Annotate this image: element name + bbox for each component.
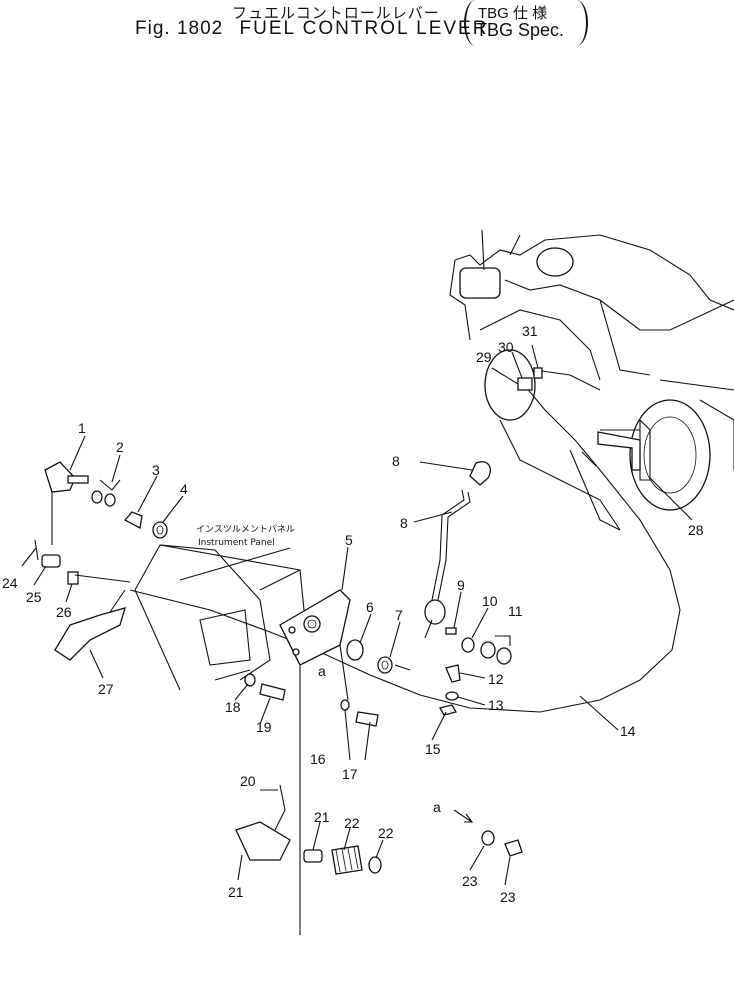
control-cable xyxy=(129,379,681,713)
label-10: 8 xyxy=(392,453,400,469)
part-12a-nut xyxy=(480,641,496,659)
part-5-lever xyxy=(44,461,89,493)
title-japanese: フュエルコントロールレバー xyxy=(232,4,440,22)
panel-label-english: Instrument Panel xyxy=(198,538,275,548)
label-22-upper: 31 xyxy=(522,323,538,339)
panel-label-japanese: インスツルメントパネル xyxy=(196,524,295,535)
figure-number: Fig. 1802 xyxy=(135,18,224,39)
label-1: 5 xyxy=(345,532,353,548)
page-title: Fig. 1802 FUEL CONTROL LEVER xyxy=(135,18,488,40)
part-29-washer xyxy=(445,691,459,701)
label-23-upper: 29 xyxy=(476,349,492,365)
label-21-upper: 30 xyxy=(498,339,514,355)
part-30-bolt xyxy=(504,839,523,857)
label-2: 6 xyxy=(366,599,374,615)
part-21-joint-upper xyxy=(517,377,533,391)
figure-name: FUEL CONTROL LEVER xyxy=(239,18,489,39)
label-15: 21 xyxy=(314,809,330,825)
part-20-washer xyxy=(340,699,350,711)
view-marker-a: a xyxy=(318,663,326,679)
view-marker-a-lower: a xyxy=(433,799,441,815)
label-20: 16 xyxy=(310,751,326,767)
part-25-bracket xyxy=(54,607,126,661)
label-19: 17 xyxy=(342,766,358,782)
label-22: 26 xyxy=(56,604,72,620)
bracket-plate xyxy=(279,589,351,935)
part-3-bolt xyxy=(259,683,286,701)
part-12b-nut xyxy=(496,647,512,665)
part-8-washer xyxy=(152,521,168,539)
part-26-bracket xyxy=(597,431,641,471)
label-29: 13 xyxy=(488,697,504,713)
label-31: 23 xyxy=(462,873,478,889)
label-7: 3 xyxy=(152,462,160,478)
part-4-washer xyxy=(244,673,256,687)
part-2-bushing xyxy=(346,639,364,661)
part-28-bolt xyxy=(445,664,461,683)
part-22-bolt-upper xyxy=(533,367,543,379)
part-9-lever-hub xyxy=(424,599,446,625)
label-26: 28 xyxy=(688,522,704,538)
label-21: 25 xyxy=(26,589,42,605)
label-16: 22 xyxy=(344,815,360,831)
part-13-washer xyxy=(461,637,475,653)
part-27-clamp xyxy=(439,704,457,716)
label-4: 18 xyxy=(225,699,241,715)
part-16-spring xyxy=(331,845,363,875)
part-21-joint xyxy=(41,554,61,568)
part-14-bracket xyxy=(235,821,291,861)
part-19-bolt xyxy=(355,711,379,727)
part-6b-washer xyxy=(104,493,116,507)
label-12: 11 xyxy=(508,603,523,619)
label-5: 1 xyxy=(78,420,86,436)
leader-lines xyxy=(21,344,693,886)
part-8-washer-right xyxy=(377,656,393,674)
label-14: 21 xyxy=(228,884,244,900)
part-labels: 1 2 3 4 5 6 7 8 8 9 10 11 12 13 14 15 16… xyxy=(2,323,704,905)
label-13: 10 xyxy=(482,593,498,609)
label-30: 23 xyxy=(500,889,516,905)
part-22-bolt xyxy=(67,571,79,585)
label-17: 22 xyxy=(378,825,394,841)
spec-bracket xyxy=(464,0,588,46)
part-15-pin xyxy=(303,849,323,863)
label-28: 12 xyxy=(488,671,504,687)
label-9: 8 xyxy=(400,515,408,531)
spec-english: TBG Spec. xyxy=(476,20,565,40)
spec-japanese: TBG 仕 様 xyxy=(478,5,548,22)
instrument-panel xyxy=(134,544,306,691)
label-27: 15 xyxy=(425,741,441,757)
label-18: 20 xyxy=(240,773,256,789)
engine-illustration xyxy=(449,229,734,531)
label-8b: 7 xyxy=(395,607,403,623)
label-8: 4 xyxy=(180,481,188,497)
part-7-clip xyxy=(123,511,143,529)
label-25: 27 xyxy=(98,681,114,697)
part-10-knob xyxy=(469,461,491,486)
part-17-washer xyxy=(368,856,382,874)
part-31-nut xyxy=(481,830,495,846)
label-11: 9 xyxy=(457,577,465,593)
label-6: 2 xyxy=(116,439,124,455)
label-23: 24 xyxy=(2,575,18,591)
label-3: 19 xyxy=(256,719,272,735)
part-6a-washer xyxy=(91,490,103,504)
label-24: 14 xyxy=(620,723,636,739)
part-11-pin xyxy=(445,627,457,635)
